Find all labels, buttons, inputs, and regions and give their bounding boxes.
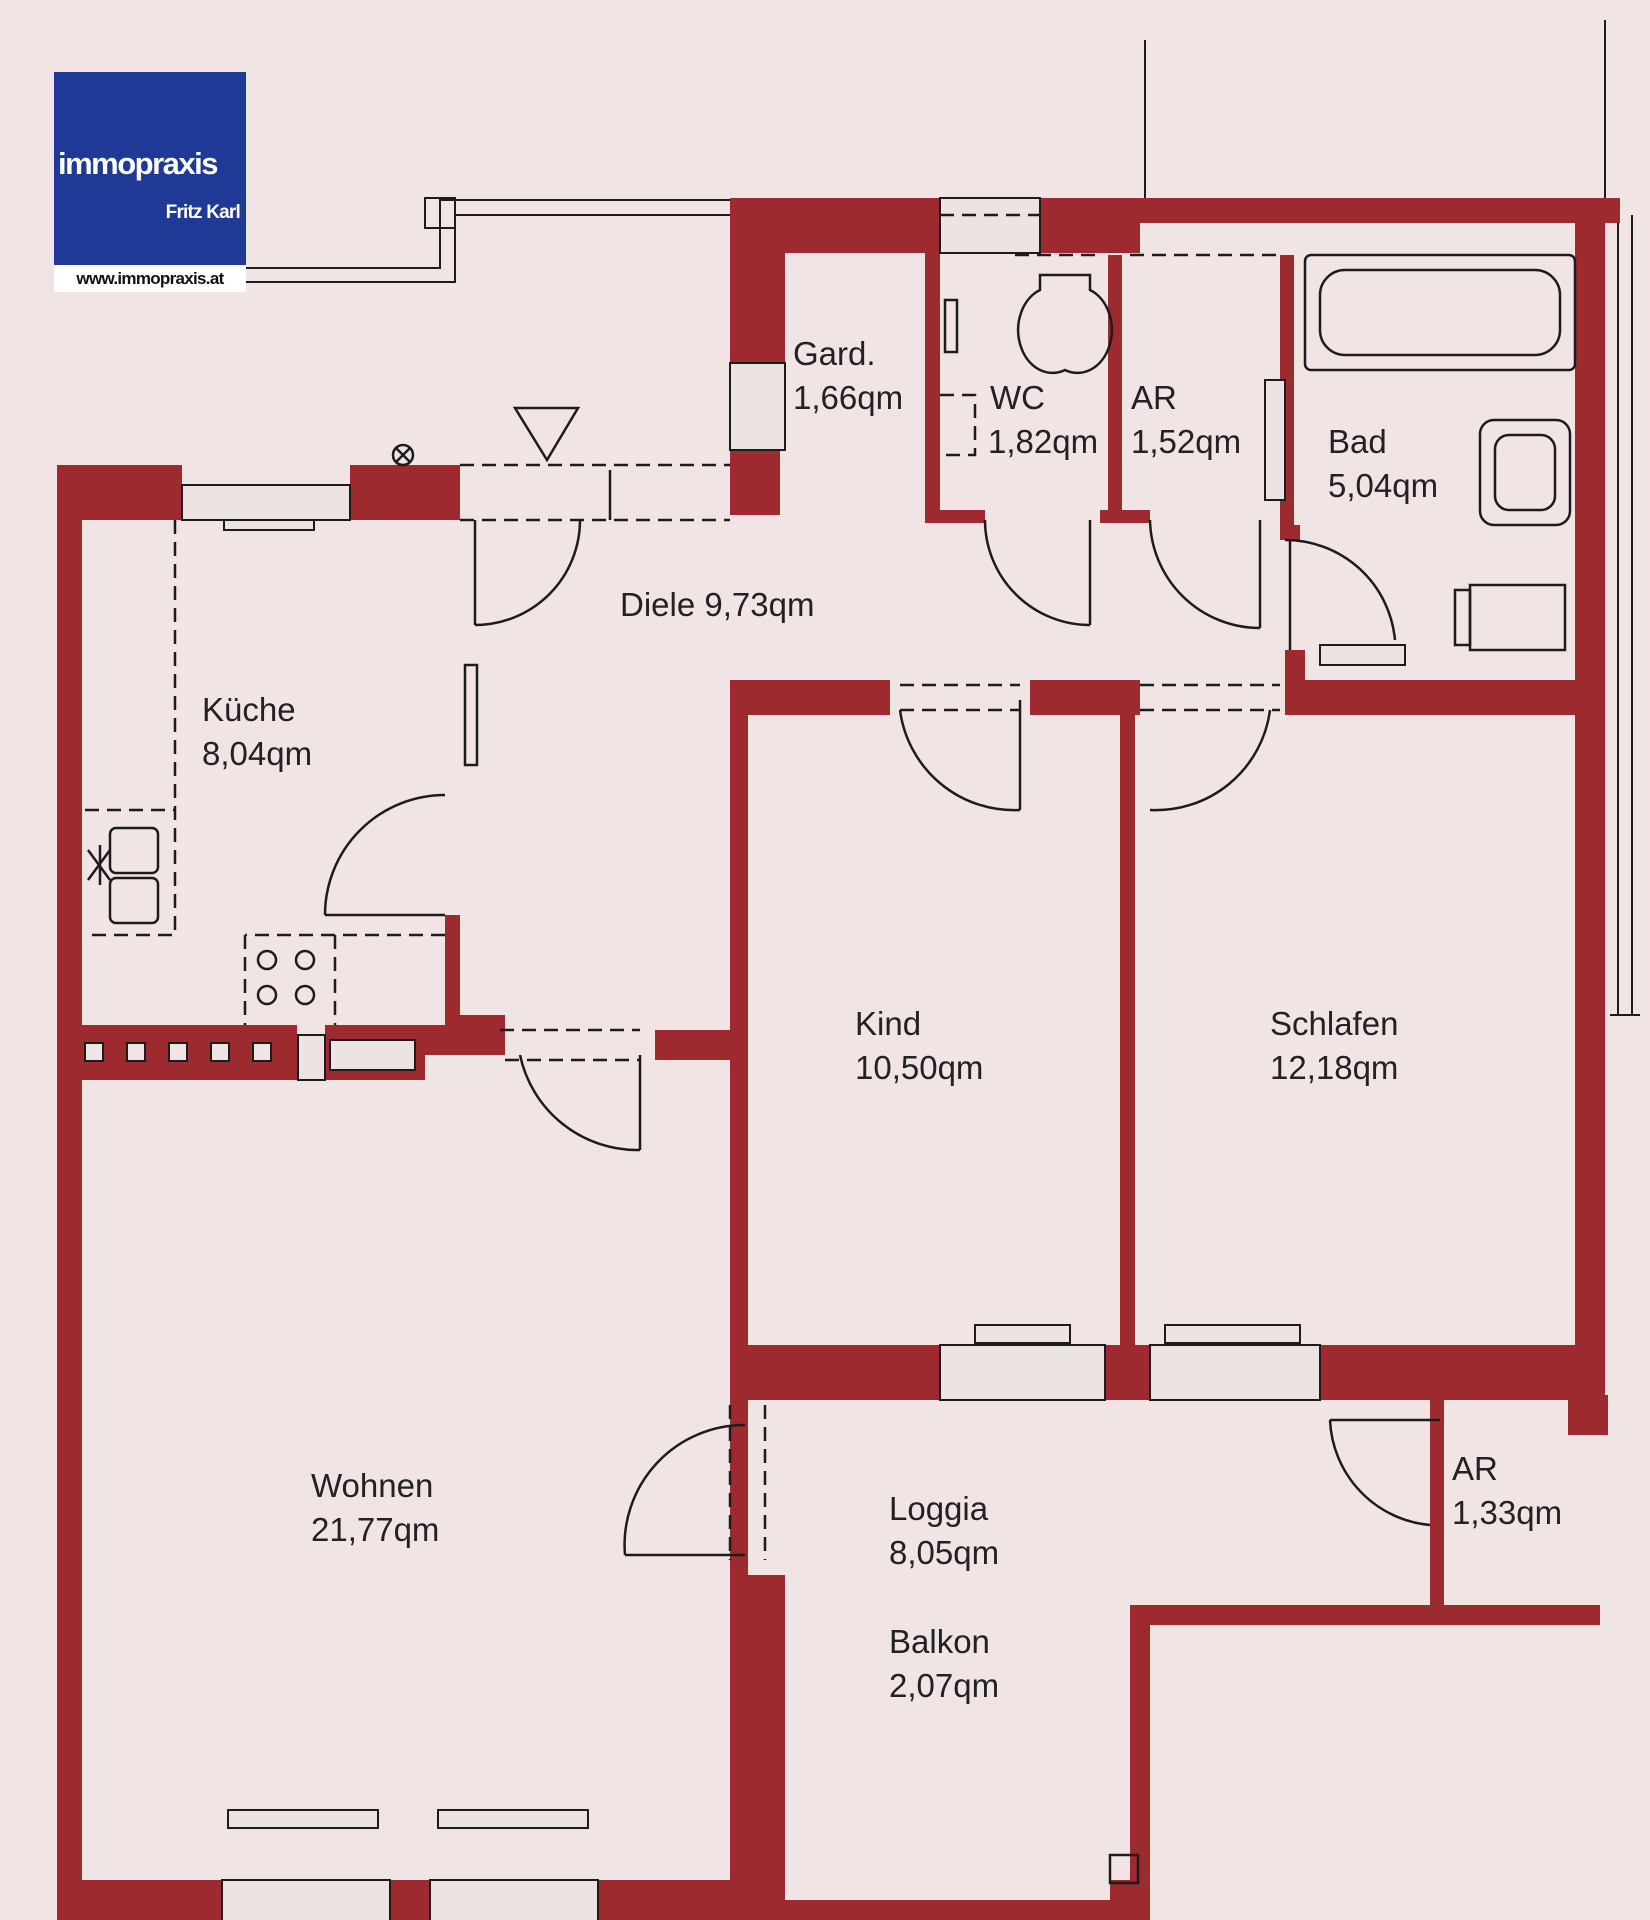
hob-icon <box>86 826 160 925</box>
room-name: Wohnen <box>311 1467 434 1504</box>
room-label-kueche: Küche 8,04qm <box>202 688 312 776</box>
room-name: Schlafen <box>1270 1005 1399 1042</box>
light-icon <box>391 443 415 467</box>
room-label-loggia: Loggia 8,05qm <box>889 1487 999 1575</box>
room-area: 8,04qm <box>202 735 313 772</box>
room-label-diele: Diele 9,73qm <box>620 583 814 627</box>
room-area: 1,82qm <box>988 423 1099 460</box>
windows <box>181 197 1406 1920</box>
room-name: WC <box>990 379 1045 416</box>
room-label-gard: Gard. 1,66qm <box>793 332 903 420</box>
room-name: Bad <box>1328 423 1387 460</box>
logo-url: www.immopraxis.at <box>54 265 246 292</box>
room-label-ar-storage: AR 1,33qm <box>1452 1447 1562 1535</box>
chimney-flues <box>84 1042 272 1062</box>
room-name: AR <box>1131 379 1177 416</box>
room-name: Küche <box>202 691 296 728</box>
logo-owner: Fritz Karl <box>165 202 241 223</box>
room-area: 1,33qm <box>1452 1494 1563 1531</box>
room-area: 1,66qm <box>793 379 904 416</box>
stove-icon <box>256 949 316 1006</box>
logo-box: immopraxis Fritz Karl <box>54 72 246 265</box>
room-label-bad: Bad 5,04qm <box>1328 420 1438 508</box>
room-area: 12,18qm <box>1270 1049 1399 1086</box>
fixtures <box>86 253 1577 1885</box>
room-label-balkon: Balkon 2,07qm <box>889 1620 999 1708</box>
room-label-ar: AR 1,52qm <box>1131 376 1241 464</box>
doors <box>323 470 1440 1557</box>
room-name: Kind <box>855 1005 922 1042</box>
room-area: 2,07qm <box>889 1667 1000 1704</box>
room-name: Loggia <box>889 1490 989 1527</box>
room-label-wohnen: Wohnen 21,77qm <box>311 1464 439 1552</box>
room-area: 8,05qm <box>889 1534 1000 1571</box>
entrance-arrow-icon <box>512 406 581 463</box>
room-area: 1,52qm <box>1131 423 1242 460</box>
room-label-schlafen: Schlafen 12,18qm <box>1270 1002 1398 1090</box>
room-name: Balkon <box>889 1623 990 1660</box>
room-area: 10,50qm <box>855 1049 984 1086</box>
room-name: AR <box>1452 1450 1498 1487</box>
dashed-lines <box>85 213 1280 1560</box>
room-label-wc: WC 1,82qm <box>988 376 1098 464</box>
room-area: 5,04qm <box>1328 467 1439 504</box>
room-name: Gard. <box>793 335 876 372</box>
toilet-icon <box>1016 273 1114 375</box>
room-area: 21,77qm <box>311 1511 440 1548</box>
room-name: Diele 9,73qm <box>620 586 815 623</box>
room-label-kind: Kind 10,50qm <box>855 1002 983 1090</box>
company-logo: immopraxis Fritz Karl www.immopraxis.at <box>54 72 246 292</box>
logo-brand: immopraxis <box>58 146 219 181</box>
sink-icon <box>1478 418 1572 527</box>
washer-icon <box>1468 583 1567 652</box>
bathtub-icon <box>1303 253 1577 372</box>
